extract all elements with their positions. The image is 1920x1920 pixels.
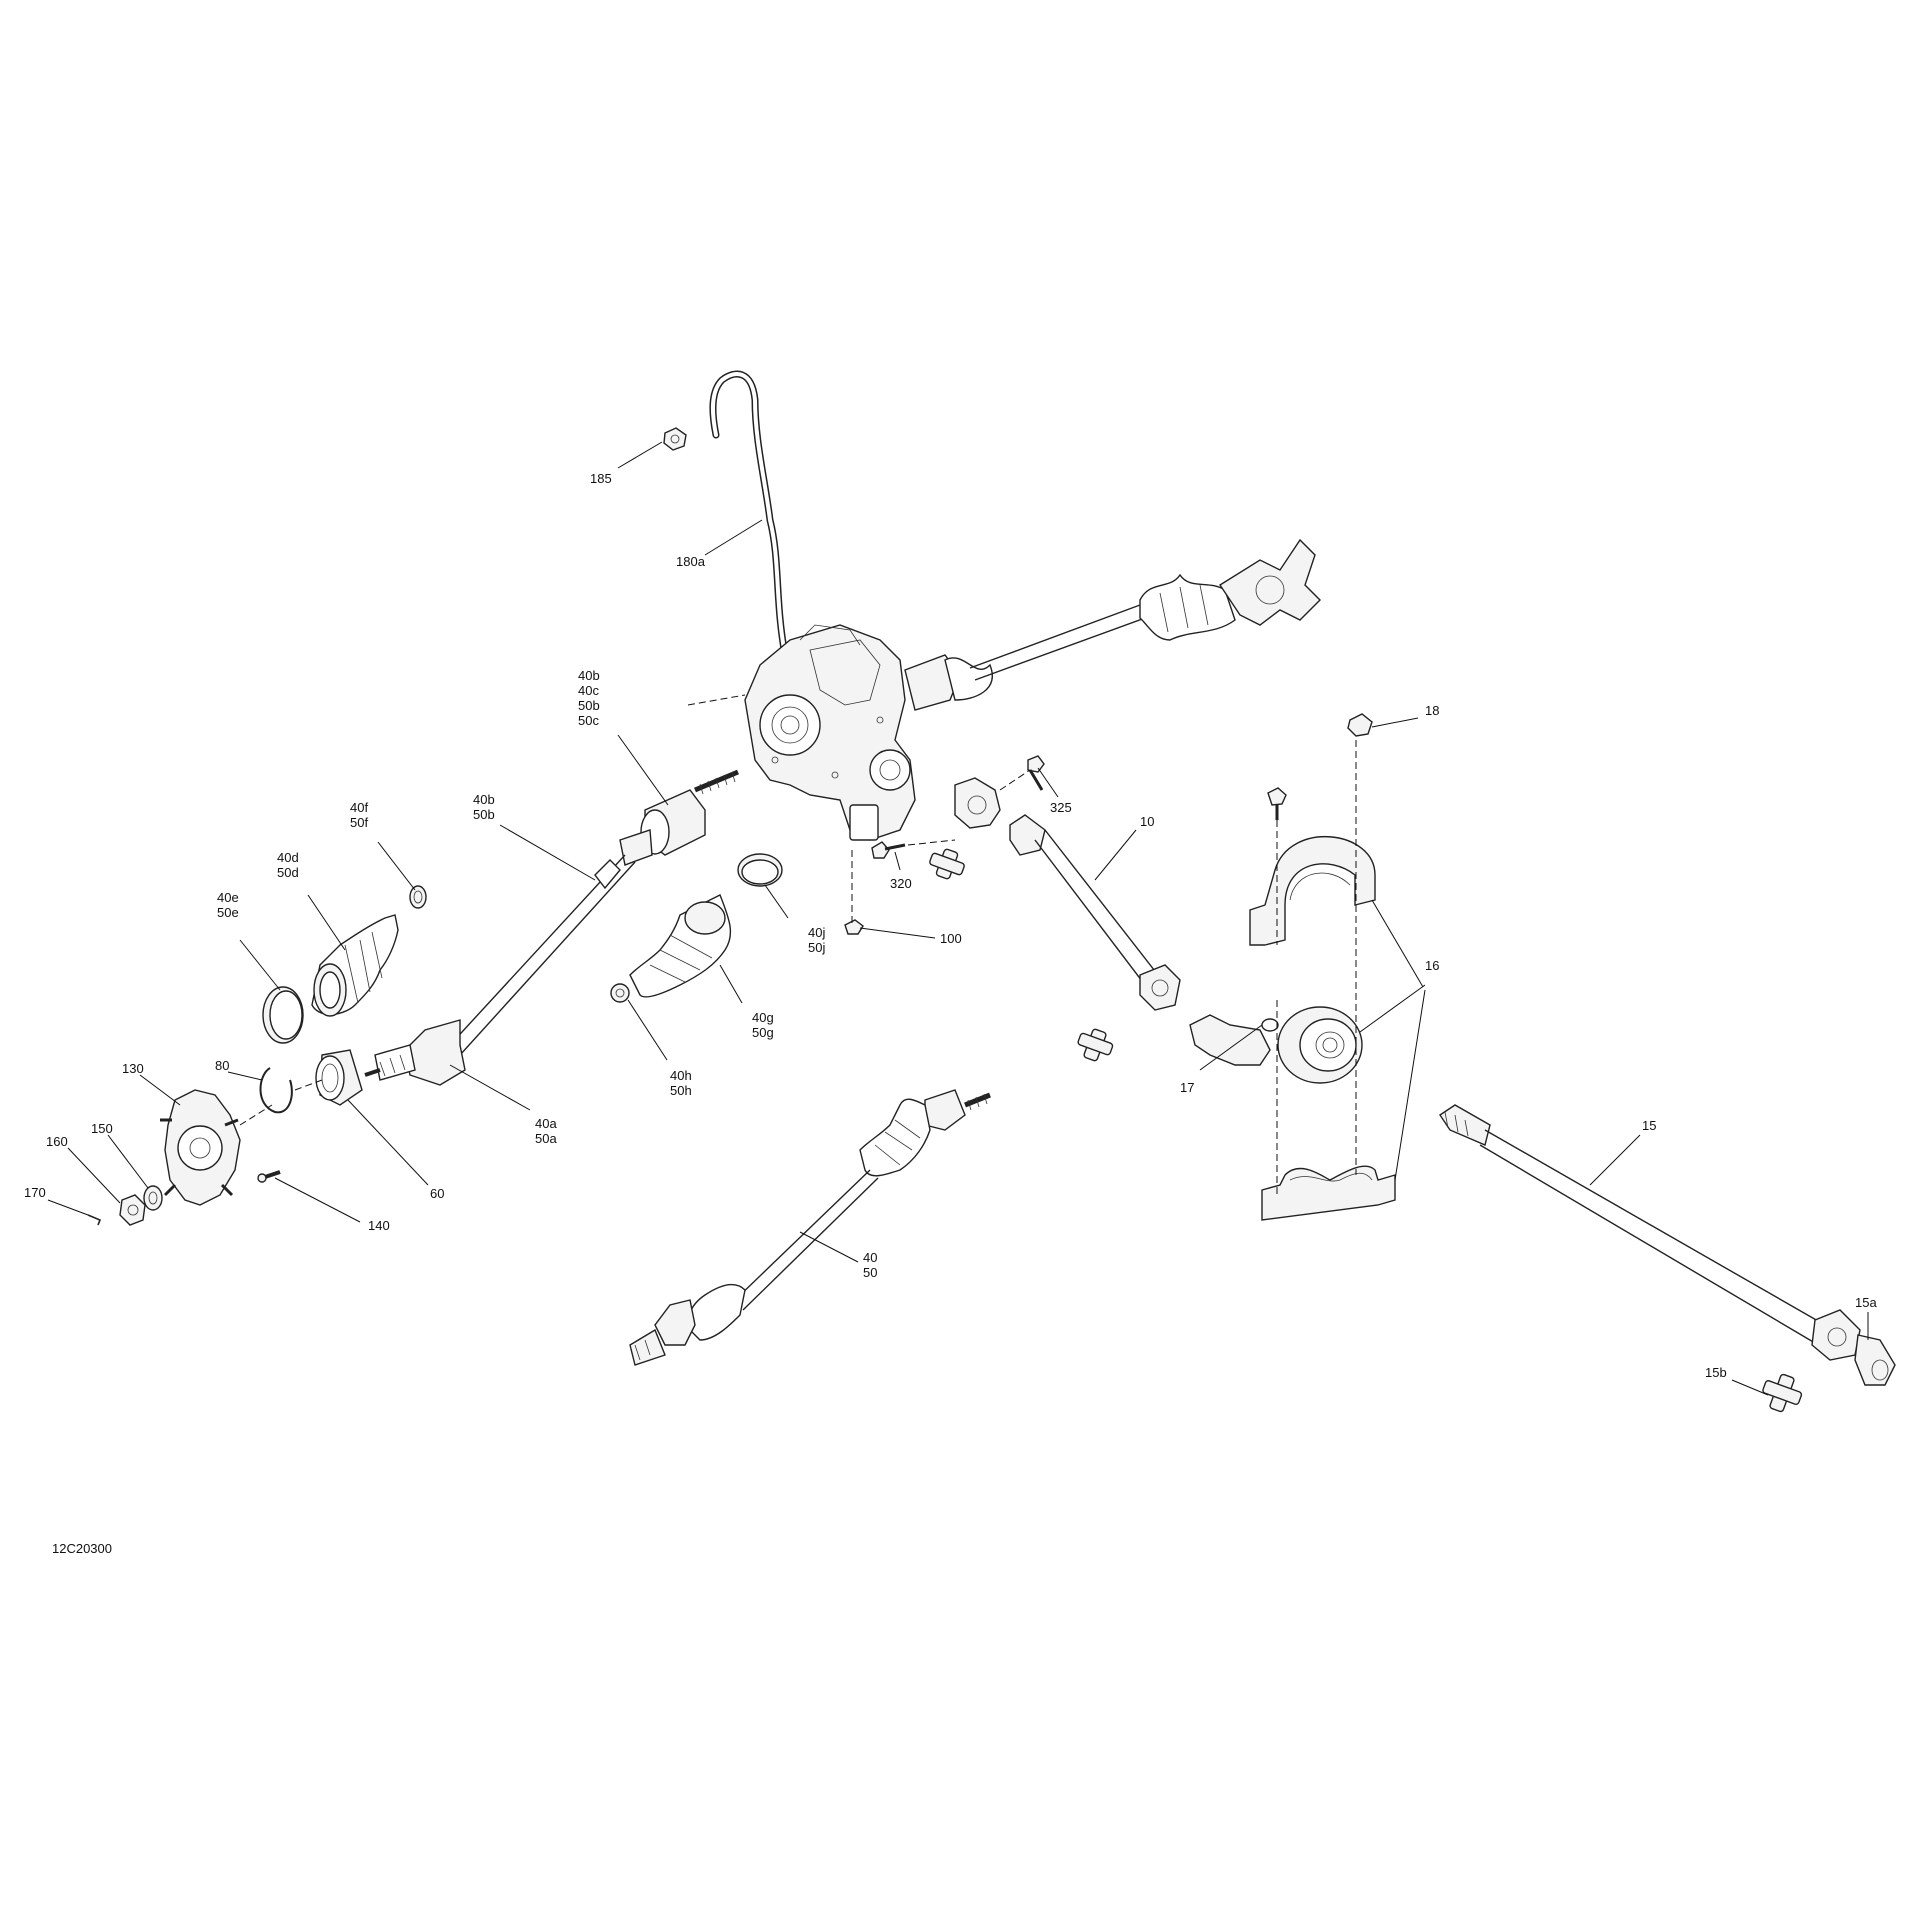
callout-185: 185 <box>590 471 612 486</box>
callout-40b-50b: 40b 50b <box>473 792 498 822</box>
part-180a-breather-hose <box>709 370 789 659</box>
callout-40h-50h: 40h 50h <box>670 1068 695 1098</box>
part-170-cotter-pin <box>87 1214 102 1226</box>
callout-40-50: 40 50 <box>863 1250 881 1280</box>
callout-40d-50d: 40d 50d <box>277 850 302 880</box>
part-18-nut <box>1347 713 1373 737</box>
callout-80: 80 <box>215 1058 229 1073</box>
part-40h-50h-clamp <box>610 983 630 1003</box>
part-16-lower-bracket <box>1261 1165 1396 1221</box>
callout-15b: 15b <box>1705 1365 1727 1380</box>
callout-10: 10 <box>1140 814 1154 829</box>
part-140-wheel-stud <box>257 1170 281 1183</box>
callout-labels: 185 180a 40b 40c 50b 50c 40b 50b 40f 50f… <box>24 471 1877 1380</box>
part-185-nut <box>663 427 687 451</box>
part-160-castle-nut <box>119 1194 146 1226</box>
part-upper-right-drive-shaft <box>904 538 1321 711</box>
leader-lines <box>47 441 1869 1396</box>
dashed-assembly-lines <box>239 694 1357 1195</box>
part-u-joint-cross-upper <box>929 848 965 880</box>
callout-17: 17 <box>1180 1080 1194 1095</box>
callout-160: 160 <box>46 1134 68 1149</box>
part-output-yoke <box>954 777 1001 829</box>
callout-40b-40c-50b-50c: 40b 40c 50b 50c <box>578 668 603 728</box>
part-40d-50d-boot <box>311 914 399 1017</box>
callout-325: 325 <box>1050 800 1072 815</box>
part-u-joint-cross-lower <box>1077 1028 1114 1062</box>
part-15b-u-joint-cross <box>1762 1373 1803 1413</box>
part-150-washer <box>143 1185 163 1211</box>
part-16-upper-bracket <box>1249 836 1376 946</box>
part-17-slip-yoke <box>1189 1014 1279 1066</box>
part-front-differential-housing <box>744 624 916 841</box>
callout-130: 130 <box>122 1061 144 1076</box>
callout-15a: 15a <box>1855 1295 1877 1310</box>
part-16-center-bearing <box>1277 1006 1363 1084</box>
part-130-wheel-hub <box>160 1089 241 1206</box>
part-60-bearing <box>315 1049 363 1106</box>
part-325-bolt <box>1027 755 1045 791</box>
part-40-50-drive-shaft-assembly <box>629 1089 991 1366</box>
callout-40f-50f: 40f 50f <box>350 800 372 830</box>
diagram-code: 12C20300 <box>52 1541 112 1556</box>
callout-40g-50g: 40g 50g <box>752 1010 777 1040</box>
part-40j-50j-clamp-ring <box>737 853 783 887</box>
callout-150: 150 <box>91 1121 113 1136</box>
callout-40a-50a: 40a 50a <box>535 1116 560 1146</box>
callout-100: 100 <box>940 931 962 946</box>
part-100-bolt <box>844 919 864 935</box>
part-40g-50g-boot <box>629 894 732 998</box>
callout-60: 60 <box>430 1186 444 1201</box>
part-40b-50b-cv-shaft <box>364 769 739 1086</box>
part-40f-50f-clamp <box>409 885 427 909</box>
part-80-retaining-ring <box>259 1067 293 1114</box>
part-40e-50e-clamp-ring <box>262 986 304 1044</box>
part-10-front-driveshaft <box>1009 814 1181 1011</box>
callout-40j-50j: 40j 50j <box>808 925 829 955</box>
callout-16: 16 <box>1425 958 1439 973</box>
part-16-bracket-bolt <box>1267 787 1287 820</box>
callout-40e-50e: 40e 50e <box>217 890 242 920</box>
callout-140: 140 <box>368 1218 390 1233</box>
callout-18: 18 <box>1425 703 1439 718</box>
callout-170: 170 <box>24 1185 46 1200</box>
callout-15: 15 <box>1642 1118 1656 1133</box>
part-15-rear-driveshaft <box>1439 1104 1896 1386</box>
part-320-bolt <box>871 841 906 859</box>
callout-320: 320 <box>890 876 912 891</box>
callout-180a: 180a <box>676 554 706 569</box>
